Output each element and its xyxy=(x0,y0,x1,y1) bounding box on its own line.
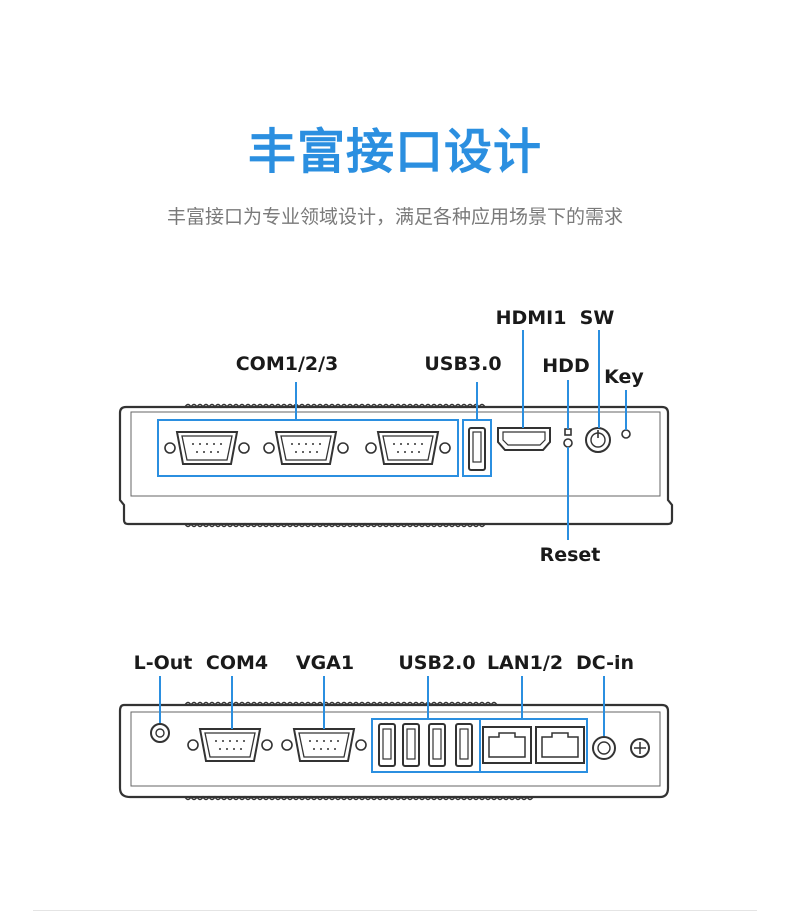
usb2-port-2 xyxy=(402,723,420,767)
label-vga1: VGA1 xyxy=(296,652,354,674)
page-subtitle: 丰富接口为专业领域设计，满足各种应用场景下的需求 xyxy=(166,206,623,228)
front-panel-diagram: COM1/2/3 USB3.0 HDMI1 SW HDD Key Reset xyxy=(118,307,674,566)
label-reset: Reset xyxy=(540,544,601,566)
rear-panel-diagram: L-Out COM4 VGA1 USB2.0 LAN1/2 DC-in xyxy=(118,652,670,801)
label-line-out: L-Out xyxy=(134,652,193,674)
front-case-fins xyxy=(184,403,486,528)
label-dc-in: DC-in xyxy=(576,652,634,674)
dc-in-jack xyxy=(592,736,616,760)
hdd-led xyxy=(564,428,572,436)
usb2-port-4 xyxy=(455,723,473,767)
label-usb2: USB2.0 xyxy=(398,652,475,674)
label-lan12: LAN1/2 xyxy=(487,652,563,674)
rear-case-fins xyxy=(184,701,534,801)
label-com4: COM4 xyxy=(206,652,268,674)
key-button xyxy=(621,429,631,439)
label-hdmi1: HDMI1 xyxy=(496,307,567,329)
line-out-jack xyxy=(150,723,170,743)
front-leader-lines xyxy=(295,330,627,540)
label-key: Key xyxy=(604,366,644,388)
usb2-port-1 xyxy=(378,723,396,767)
reset-button xyxy=(563,438,573,448)
usb3-port xyxy=(468,427,486,471)
label-hdd: HDD xyxy=(542,355,589,377)
hdmi-port xyxy=(497,427,551,451)
label-usb3: USB3.0 xyxy=(424,353,501,375)
usb2-port-3 xyxy=(428,723,446,767)
lan1-port xyxy=(482,726,532,764)
rear-leader-lines xyxy=(159,676,605,736)
label-sw: SW xyxy=(580,307,615,329)
lan-highlight-box xyxy=(479,718,588,773)
page-title: 丰富接口设计 xyxy=(247,124,542,180)
label-com123: COM1/2/3 xyxy=(236,353,339,375)
front-case-outline xyxy=(118,405,674,526)
bottom-divider xyxy=(33,910,757,911)
com-highlight-box xyxy=(157,419,459,477)
lan2-port xyxy=(535,726,585,764)
